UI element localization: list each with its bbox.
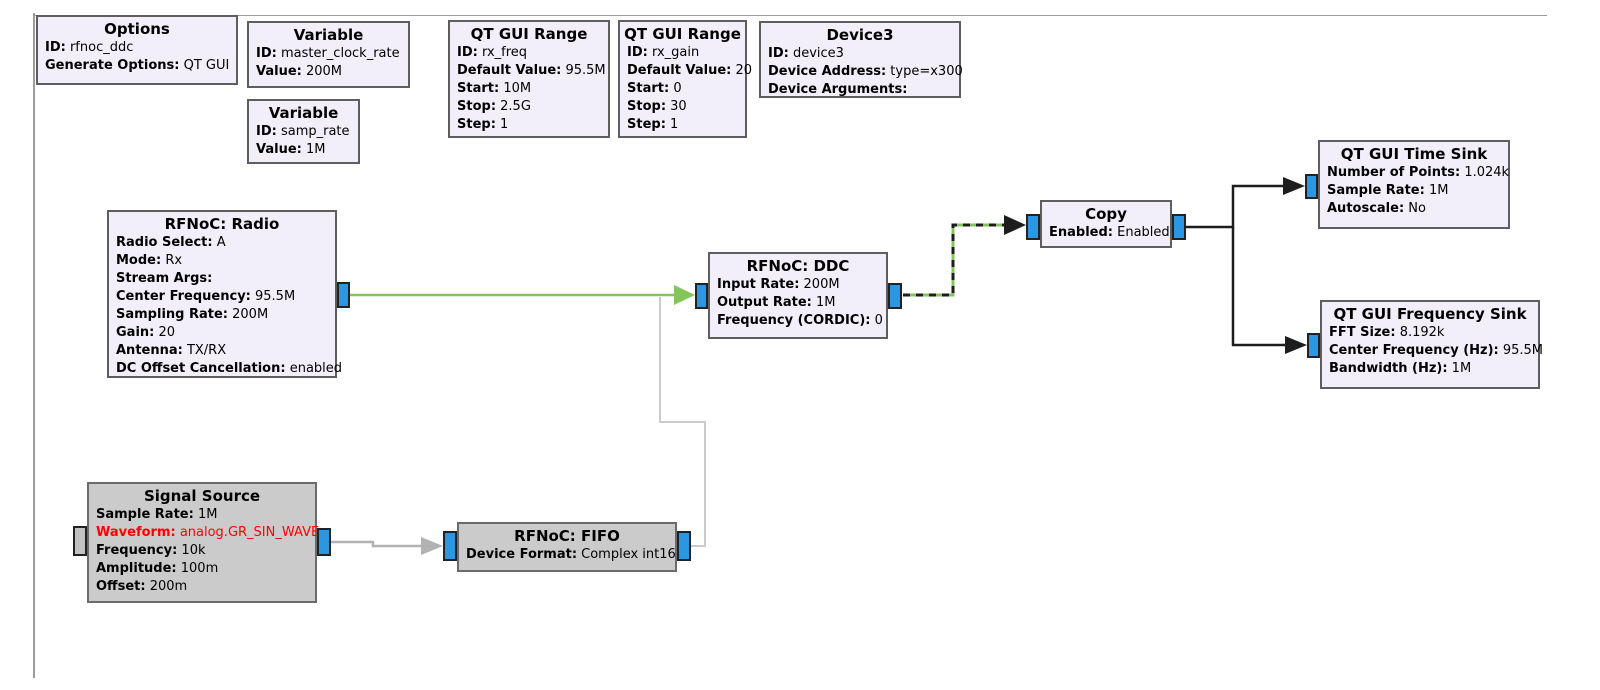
block-qt-gui-time-sink[interactable]: QT GUI Time Sink Number of Points: 1.024… [1318,140,1510,229]
block-param: Value: 1M [256,142,326,157]
block-title: Device3 [826,26,894,44]
connection-fifo-to-ddc[interactable] [659,297,706,547]
block-param: Offset: 200m [96,579,188,594]
block-param: Center Frequency (Hz): 95.5M [1329,343,1544,358]
block-param: ID: master_clock_rate [256,46,400,61]
block-rfnoc-fifo[interactable]: RFNoC: FIFO Device Format: Complex int16 [457,522,677,572]
block-param: ID: device3 [768,46,844,61]
block-rfnoc-radio[interactable]: RFNoC: Radio Radio Select: A Mode: Rx Stre… [107,210,343,378]
connection-signalsource-to-fifo[interactable] [331,540,421,548]
block-title: RFNoC: DDC [746,257,850,275]
block-param: Enabled: Enabled [1049,225,1170,240]
block-param: Radio Select: A [116,235,226,250]
connection-arrow-icon[interactable] [421,537,443,555]
block-param: ID: rx_gain [627,45,700,60]
port-copy-in[interactable] [1026,214,1040,240]
block-param: Default Value: 95.5M [457,63,606,78]
port-freqsink-in[interactable] [1307,333,1320,358]
block-param: Start: 0 [627,81,682,96]
port-ddc-out[interactable] [888,283,902,309]
block-title: Copy [1085,205,1127,223]
block-title: Variable [268,104,339,122]
block-param: Device Format: Complex int16 [466,547,676,562]
block-title: QT GUI Range [624,25,741,43]
block-param: Sample Rate: 1M [1327,183,1449,198]
block-title: QT GUI Range [470,25,588,43]
block-param: DC Offset Cancellation: enabled [116,361,343,376]
block-param: Start: 10M [457,81,532,96]
connection-arrow-icon[interactable] [1285,336,1307,354]
block-param: FFT Size: 8.192k [1329,325,1445,340]
block-title: Variable [293,26,364,44]
block-title: Signal Source [143,487,261,505]
block-title: Options [104,20,170,38]
block-param: Sample Rate: 1M [96,507,218,522]
canvas-left-edge-line [33,13,35,678]
block-param: Stream Args: [116,271,213,286]
block-param: Autoscale: No [1327,201,1426,216]
block-param: Number of Points: 1.024k [1327,165,1510,180]
block-param: Mode: Rx [116,253,183,268]
block-signal-source[interactable]: Signal Source Sample Rate: 1M Waveform: a… [87,482,320,603]
connection-ddc-to-copy-dash[interactable] [903,223,1006,297]
block-param: Frequency: 10k [96,543,206,558]
block-param: Amplitude: 100m [96,561,219,576]
block-title: QT GUI Frequency Sink [1333,305,1527,323]
block-param: Default Value: 20 [627,63,753,78]
connection-copy-to-freqsink[interactable] [1231,227,1285,347]
port-copy-out[interactable] [1172,214,1186,240]
canvas-top-edge-line [34,15,1547,16]
block-param: Sampling Rate: 200M [116,307,269,322]
block-param: Generate Options: QT GUI [45,58,230,73]
block-param: Device Address: type=x300 [768,64,963,79]
port-ddc-in[interactable] [695,283,708,309]
block-title: QT GUI Time Sink [1340,145,1488,163]
block-param: Antenna: TX/RX [116,343,227,358]
block-param: ID: samp_rate [256,124,350,139]
block-param: Stop: 30 [627,99,687,114]
port-signalsource-msg-in[interactable] [73,526,87,556]
connection-copy-to-timesink[interactable] [1186,184,1283,229]
block-param: Bandwidth (Hz): 1M [1329,361,1472,376]
block-param: Step: 1 [627,117,679,132]
block-param: ID: rfnoc_ddc [45,40,134,55]
block-title: RFNoC: Radio [164,215,280,233]
port-fifo-in[interactable] [443,531,457,561]
block-copy[interactable]: Copy Enabled: Enabled [1040,200,1172,248]
block-param: ID: rx_freq [457,45,528,60]
block-title: RFNoC: FIFO [514,527,620,545]
port-radio-out[interactable] [337,282,350,308]
connection-arrow-icon[interactable] [1283,177,1305,195]
block-param: Output Rate: 1M [717,295,836,310]
block-param: Waveform: analog.GR_SIN_WAVE [96,525,320,540]
port-timesink-in[interactable] [1305,174,1318,199]
block-param: Center Frequency: 95.5M [116,289,296,304]
block-param: Input Rate: 200M [717,277,840,292]
block-param: Value: 200M [256,64,343,79]
port-signalsource-out[interactable] [317,528,331,556]
block-param: Gain: 20 [116,325,176,340]
block-param: Device Arguments: [768,82,908,97]
port-fifo-out[interactable] [677,531,691,561]
block-param: Stop: 2.5G [457,99,531,114]
block-rfnoc-ddc[interactable]: RFNoC: DDC Input Rate: 200M Output Rate: … [708,252,888,339]
block-param: Frequency (CORDIC): 0 [717,313,883,328]
block-param: Step: 1 [457,117,509,132]
connection-arrow-icon[interactable] [1004,215,1026,235]
connection-arrow-icon[interactable] [674,285,695,305]
